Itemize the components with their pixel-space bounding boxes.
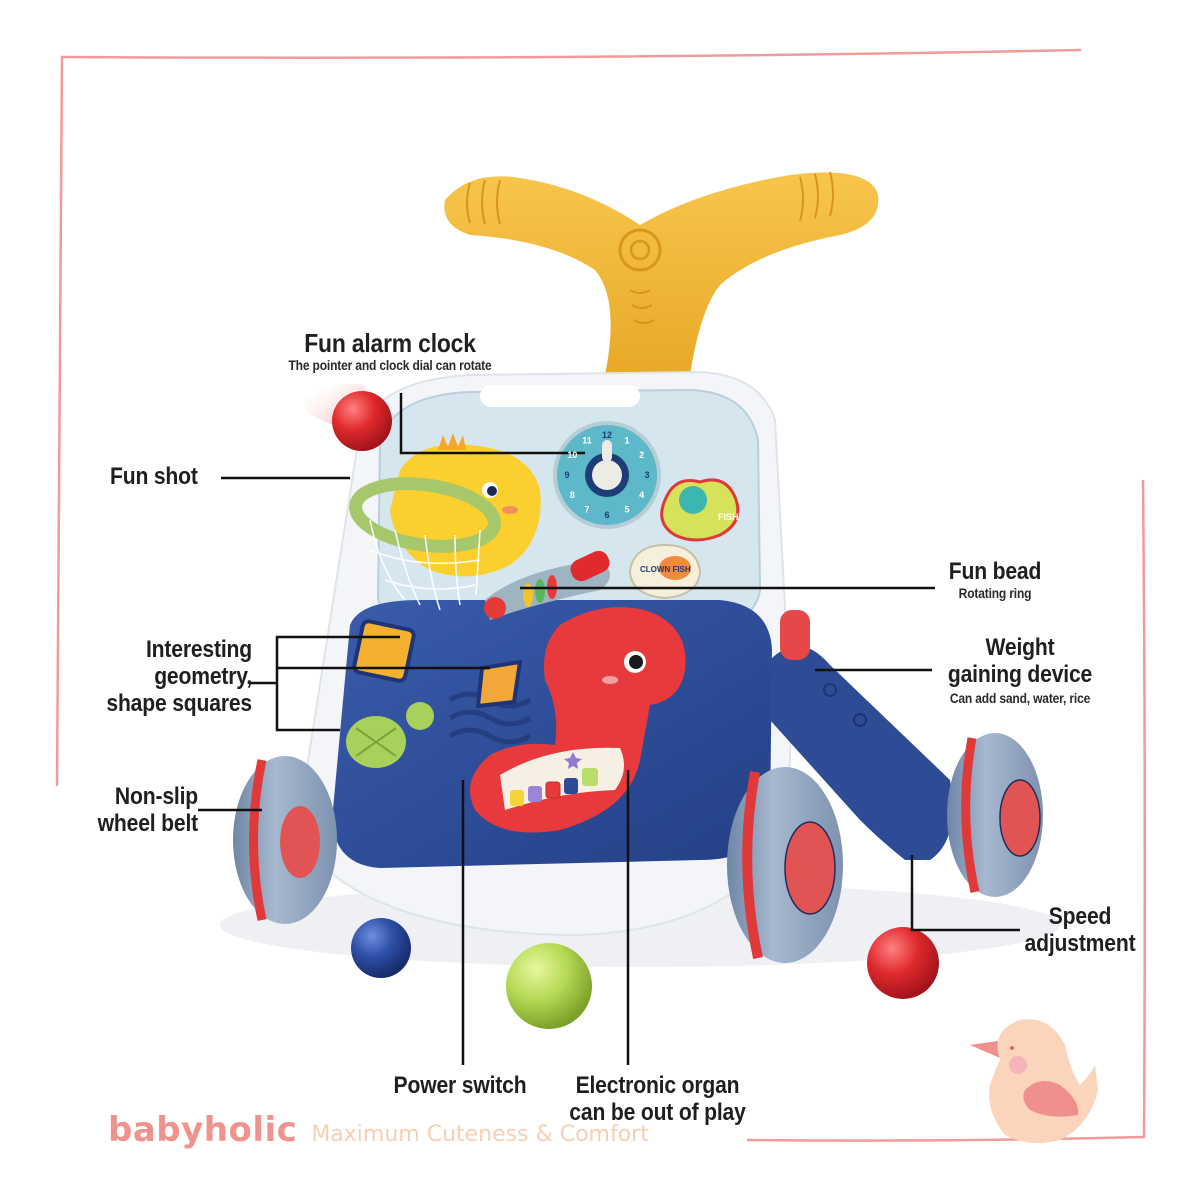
wheel-front-right — [727, 767, 843, 963]
clock-number: 9 — [564, 470, 569, 480]
clock-number: 10 — [567, 450, 577, 460]
handle — [444, 171, 879, 375]
clownfish-badge-text: CLOWN FISH — [640, 565, 691, 574]
wheel-rear-right — [947, 733, 1043, 897]
callout-title-line: adjustment — [1024, 930, 1136, 957]
frame-left-line — [55, 55, 64, 787]
callout-title-line: Non-slip — [114, 783, 198, 810]
flying-ball — [305, 384, 392, 451]
seahorse-electronic-organ — [470, 607, 686, 833]
callout-subtitle: Can add sand, water, rice — [949, 690, 1091, 706]
clock-number: 7 — [584, 505, 589, 515]
turtle-toy — [346, 702, 434, 768]
clock-number: 6 — [604, 510, 609, 520]
callout-weight-gaining-device: Weight gaining device Can add sand, wate… — [915, 634, 1125, 707]
callout-title-line: wheel belt — [97, 810, 199, 837]
callout-electronic-organ: Electronic organ can be out of play — [545, 1072, 770, 1126]
rear-leg — [770, 610, 953, 860]
callout-title-line: Interesting — [145, 636, 252, 663]
clock-number: 5 — [624, 505, 629, 515]
frame-bottom-line — [746, 1135, 1146, 1142]
leader-speed — [910, 855, 1020, 932]
callout-power-switch: Power switch — [370, 1072, 550, 1099]
callout-speed-adjustment: Speed adjustment — [1010, 903, 1150, 957]
leader-fun-alarm-clock — [399, 393, 585, 455]
callout-title: Fun alarm clock — [304, 328, 476, 358]
callout-non-slip-wheel-belt: Non-slip wheel belt — [60, 783, 199, 837]
callout-fun-alarm-clock: Fun alarm clock The pointer and clock di… — [240, 330, 540, 374]
callout-title-line: shape squares — [106, 690, 253, 717]
callout-leader-lines — [198, 393, 1020, 1065]
fish-badge — [660, 478, 740, 542]
leader-geometry — [250, 635, 490, 732]
callout-geometry-shape-squares: Interesting geometry, shape squares — [60, 636, 252, 717]
clownfish-badge — [628, 543, 702, 600]
decorative-frame — [55, 48, 1147, 1142]
frame-top-line — [60, 48, 1082, 59]
callout-title-line: gaining device — [947, 661, 1093, 688]
callout-title-line: Electronic organ — [575, 1072, 740, 1099]
clock-number: 12 — [602, 430, 612, 440]
clock-number: 8 — [570, 490, 575, 500]
alarm-clock-dial — [553, 421, 661, 529]
clock-number: 1 — [624, 435, 629, 445]
ball-red — [867, 927, 939, 999]
brand-footer: babyholic Maximum Cuteness & Comfort — [108, 1110, 649, 1150]
callout-title: Power switch — [393, 1072, 527, 1099]
callout-subtitle: The pointer and clock dial can rotate — [288, 357, 492, 373]
ball-green — [506, 943, 592, 1029]
ball-blue — [351, 918, 411, 978]
clock-number: 11 — [582, 435, 592, 445]
bird-mascot-icon — [970, 1019, 1098, 1144]
callout-title: Fun bead — [948, 558, 1042, 585]
callout-title-line: can be out of play — [569, 1099, 746, 1126]
duck-hoop — [349, 433, 541, 611]
brand-tagline: Maximum Cuteness & Comfort — [311, 1122, 649, 1147]
fish-badge-text: FISH — [718, 512, 739, 522]
callout-fun-bead: Fun bead Rotating ring — [925, 558, 1065, 602]
callout-subtitle: Rotating ring — [958, 585, 1032, 601]
callout-fun-shot: Fun shot — [110, 463, 210, 490]
brand-logo-text: babyholic — [108, 1110, 298, 1150]
clock-number: 4 — [639, 490, 644, 500]
callout-title-line: Weight — [985, 634, 1055, 661]
frame-right-line — [1141, 479, 1147, 1139]
wheel-front-left — [233, 756, 337, 924]
weight-cap — [780, 610, 810, 660]
clock-number: 2 — [639, 450, 644, 460]
callout-title-line: Speed — [1048, 903, 1112, 930]
clock-number: 3 — [644, 470, 649, 480]
callout-title: Fun shot — [110, 463, 198, 490]
callout-title-line: geometry, — [154, 663, 252, 690]
